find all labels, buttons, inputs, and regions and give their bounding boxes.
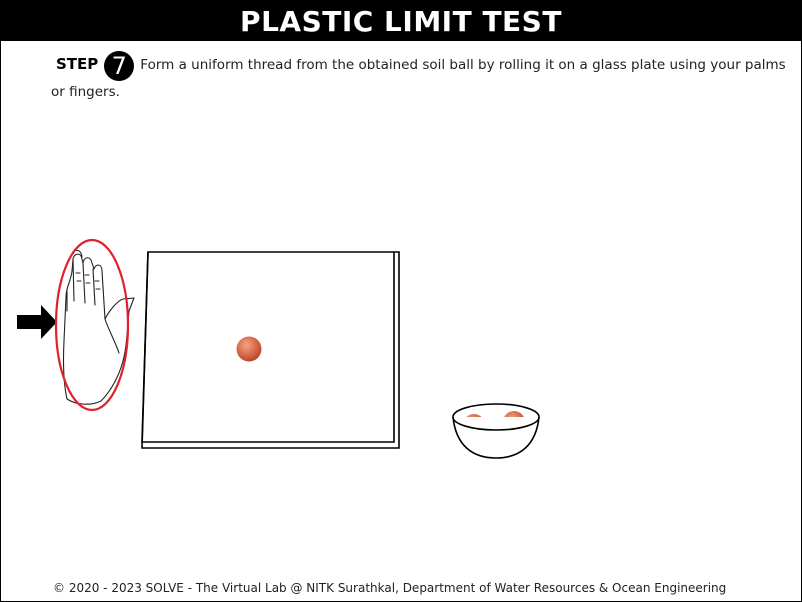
glass-plate[interactable]: [141, 251, 400, 449]
footer-copyright: © 2020 - 2023 SOLVE - The Virtual Lab @ …: [53, 581, 727, 595]
step-number-badge: 7: [104, 51, 135, 81]
page-title: PLASTIC LIMIT TEST: [1, 1, 801, 41]
hand-highlight-ring: [54, 238, 130, 412]
hand-icon[interactable]: [62, 249, 135, 405]
soil-ball[interactable]: [236, 336, 262, 362]
pointer-arrow-icon: [17, 305, 57, 339]
soil-bowl[interactable]: [452, 403, 540, 459]
step-text: Form a uniform thread from the obtained …: [51, 57, 786, 100]
step-label: STEP: [56, 55, 99, 73]
